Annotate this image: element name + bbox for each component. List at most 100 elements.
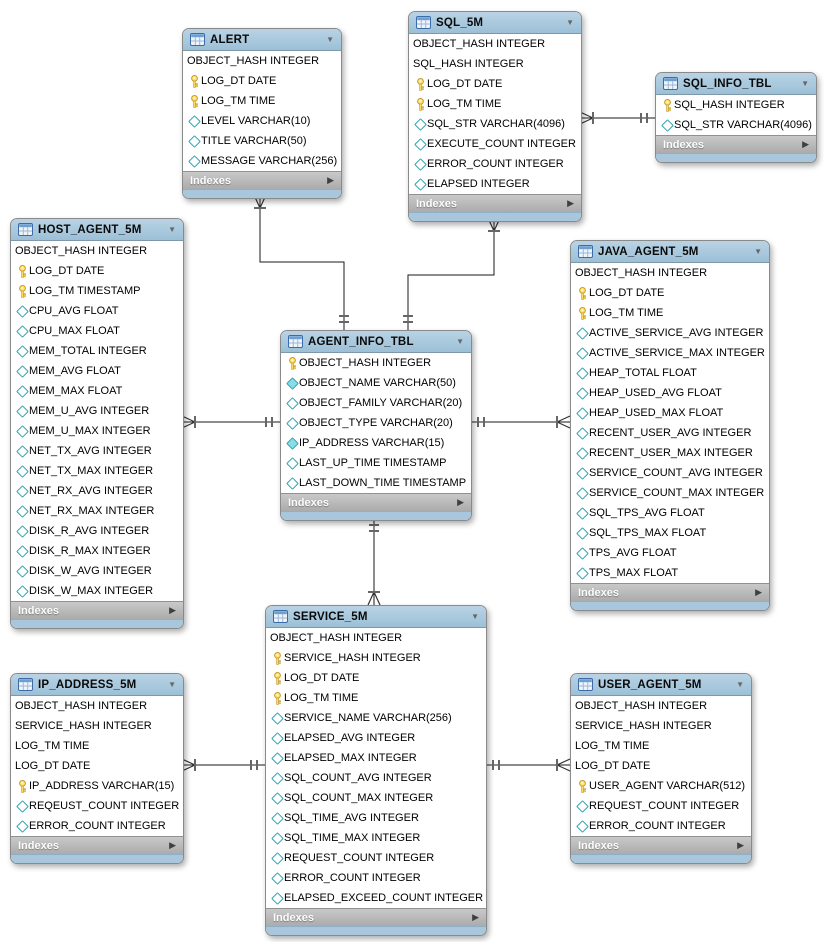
column-row[interactable]: LOG_TM TIME (571, 303, 769, 323)
column-row[interactable]: SQL_HASH INTEGER (656, 95, 816, 115)
column-row[interactable]: SERVICE_COUNT_AVG INTEGER (571, 463, 769, 483)
column-row[interactable]: TITLE VARCHAR(50) (183, 131, 341, 151)
column-row[interactable]: ELAPSED_EXCEED_COUNT INTEGER (266, 888, 486, 908)
column-row[interactable]: ELAPSED INTEGER (409, 174, 581, 194)
indexes-footer[interactable]: Indexes▶ (266, 908, 486, 926)
expand-icon[interactable]: ▶ (327, 175, 334, 185)
indexes-footer[interactable]: Indexes▶ (571, 583, 769, 601)
column-row[interactable]: LAST_UP_TIME TIMESTAMP (281, 453, 471, 473)
indexes-footer[interactable]: Indexes▶ (11, 836, 183, 854)
collapse-arrow-icon[interactable]: ▼ (168, 224, 176, 234)
column-row[interactable]: OBJECT_HASH INTEGER (571, 263, 769, 283)
column-row[interactable]: IP_ADDRESS VARCHAR(15) (11, 776, 183, 796)
collapse-arrow-icon[interactable]: ▼ (566, 17, 574, 27)
relationship-agentinfo-service[interactable] (367, 517, 381, 606)
column-row[interactable]: OBJECT_TYPE VARCHAR(20) (281, 413, 471, 433)
column-row[interactable]: LOG_TM TIME (409, 94, 581, 114)
column-row[interactable]: CPU_MAX FLOAT (11, 321, 183, 341)
column-row[interactable]: RECENT_USER_AVG INTEGER (571, 423, 769, 443)
column-row[interactable]: ELAPSED_AVG INTEGER (266, 728, 486, 748)
indexes-footer[interactable]: Indexes▶ (11, 601, 183, 619)
column-row[interactable]: SERVICE_HASH INTEGER (571, 716, 751, 736)
column-row[interactable]: HEAP_USED_MAX FLOAT (571, 403, 769, 423)
column-row[interactable]: MEM_U_AVG INTEGER (11, 401, 183, 421)
column-row[interactable]: ELAPSED_MAX INTEGER (266, 748, 486, 768)
table-header[interactable]: IP_ADDRESS_5M▼ (11, 674, 183, 696)
relationship-sqlinfo-sql5m[interactable] (579, 111, 655, 125)
expand-icon[interactable]: ▶ (737, 840, 744, 850)
column-row[interactable]: LOG_TM TIME (571, 736, 751, 756)
column-row[interactable]: SQL_HASH INTEGER (409, 54, 581, 74)
collapse-arrow-icon[interactable]: ▼ (456, 336, 464, 346)
column-row[interactable]: LOG_DT DATE (11, 261, 183, 281)
column-row[interactable]: OBJECT_HASH INTEGER (281, 353, 471, 373)
column-row[interactable]: SQL_COUNT_AVG INTEGER (266, 768, 486, 788)
collapse-arrow-icon[interactable]: ▼ (471, 611, 479, 621)
column-row[interactable]: DISK_W_MAX INTEGER (11, 581, 183, 601)
column-row[interactable]: LOG_DT DATE (11, 756, 183, 776)
table-header[interactable]: SQL_INFO_TBL▼ (656, 73, 816, 95)
column-row[interactable]: REQUEST_COUNT INTEGER (266, 848, 486, 868)
column-row[interactable]: TPS_MAX FLOAT (571, 563, 769, 583)
expand-icon[interactable]: ▶ (169, 605, 176, 615)
column-row[interactable]: SQL_STR VARCHAR(4096) (656, 115, 816, 135)
column-row[interactable]: OBJECT_FAMILY VARCHAR(20) (281, 393, 471, 413)
column-row[interactable]: SERVICE_HASH INTEGER (11, 716, 183, 736)
column-row[interactable]: OBJECT_HASH INTEGER (571, 696, 751, 716)
expand-icon[interactable]: ▶ (169, 840, 176, 850)
column-row[interactable]: SQL_STR VARCHAR(4096) (409, 114, 581, 134)
column-row[interactable]: NET_TX_MAX INTEGER (11, 461, 183, 481)
column-row[interactable]: LOG_DT DATE (183, 71, 341, 91)
column-row[interactable]: NET_RX_MAX INTEGER (11, 501, 183, 521)
indexes-footer[interactable]: Indexes▶ (409, 194, 581, 212)
column-row[interactable]: RECENT_USER_MAX INTEGER (571, 443, 769, 463)
indexes-footer[interactable]: Indexes▶ (571, 836, 751, 854)
column-row[interactable]: ERROR_COUNT INTEGER (266, 868, 486, 888)
indexes-footer[interactable]: Indexes▶ (281, 493, 471, 511)
column-row[interactable]: HEAP_USED_AVG FLOAT (571, 383, 769, 403)
collapse-arrow-icon[interactable]: ▼ (168, 679, 176, 689)
expand-icon[interactable]: ▶ (472, 912, 479, 922)
relationship-service-user[interactable] (485, 758, 571, 772)
column-row[interactable]: SQL_TPS_MAX FLOAT (571, 523, 769, 543)
collapse-arrow-icon[interactable]: ▼ (326, 34, 334, 44)
relationship-agentinfo-alert[interactable] (253, 194, 349, 330)
expand-icon[interactable]: ▶ (755, 587, 762, 597)
column-row[interactable]: ERROR_COUNT INTEGER (11, 816, 183, 836)
column-row[interactable]: LOG_TM TIME (11, 736, 183, 756)
column-row[interactable]: MESSAGE VARCHAR(256) (183, 151, 341, 171)
column-row[interactable]: MEM_TOTAL INTEGER (11, 341, 183, 361)
column-row[interactable]: ACTIVE_SERVICE_MAX INTEGER (571, 343, 769, 363)
column-row[interactable]: ERROR_COUNT INTEGER (571, 816, 751, 836)
column-row[interactable]: DISK_R_MAX INTEGER (11, 541, 183, 561)
table-header[interactable]: ALERT▼ (183, 29, 341, 51)
column-row[interactable]: USER_AGENT VARCHAR(512) (571, 776, 751, 796)
table-header[interactable]: AGENT_INFO_TBL▼ (281, 331, 471, 353)
table-header[interactable]: SQL_5M▼ (409, 12, 581, 34)
relationship-agentinfo-sql5m[interactable] (403, 217, 501, 330)
relationship-service-ip[interactable] (181, 758, 265, 772)
column-row[interactable]: REQUEST_COUNT INTEGER (571, 796, 751, 816)
indexes-footer[interactable]: Indexes▶ (656, 135, 816, 153)
column-row[interactable]: LEVEL VARCHAR(10) (183, 111, 341, 131)
collapse-arrow-icon[interactable]: ▼ (754, 246, 762, 256)
expand-icon[interactable]: ▶ (567, 198, 574, 208)
column-row[interactable]: LOG_DT DATE (266, 668, 486, 688)
column-row[interactable]: TPS_AVG FLOAT (571, 543, 769, 563)
column-row[interactable]: OBJECT_HASH INTEGER (266, 628, 486, 648)
column-row[interactable]: REQEUST_COUNT INTEGER (11, 796, 183, 816)
column-row[interactable]: ERROR_COUNT INTEGER (409, 154, 581, 174)
column-row[interactable]: SERVICE_NAME VARCHAR(256) (266, 708, 486, 728)
column-row[interactable]: MEM_AVG FLOAT (11, 361, 183, 381)
column-row[interactable]: LOG_DT DATE (571, 756, 751, 776)
table-header[interactable]: JAVA_AGENT_5M▼ (571, 241, 769, 263)
column-row[interactable]: OBJECT_NAME VARCHAR(50) (281, 373, 471, 393)
